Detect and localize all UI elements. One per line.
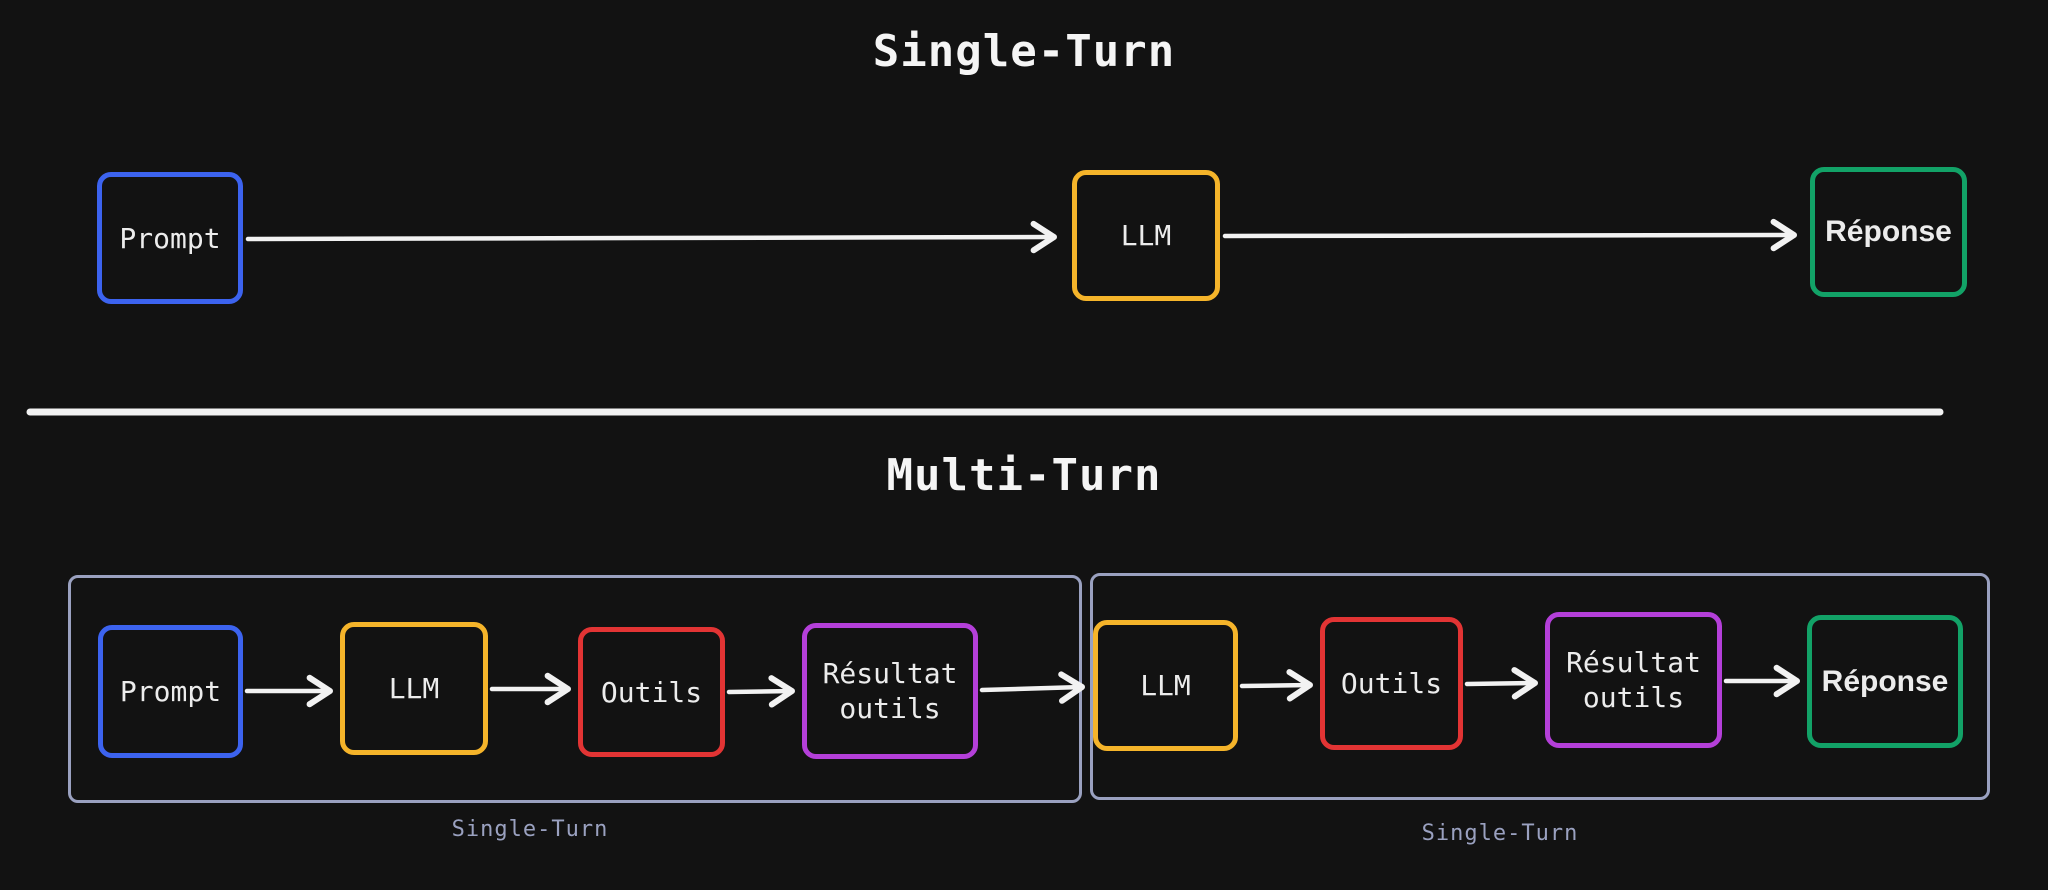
node-reponse-g2: Réponse (1807, 615, 1963, 748)
node-outils-g1: Outils (578, 627, 725, 757)
single-turn-title: Single-Turn (872, 26, 1176, 77)
node-llm-g2-label: LLM (1140, 669, 1191, 702)
node-outils-g2: Outils (1320, 617, 1463, 750)
node-reponse-g2-label: Réponse (1821, 664, 1949, 698)
node-prompt-top: Prompt (97, 172, 243, 304)
node-resultat-g2: Résultat outils (1545, 612, 1722, 748)
node-outils-g1-label: Outils (600, 675, 703, 709)
node-prompt-top-label: Prompt (119, 221, 221, 255)
node-reponse-top: Réponse (1810, 167, 1967, 297)
node-resultat-g2-label: Résultat outils (1566, 646, 1701, 714)
node-outils-g2-label: Outils (1340, 667, 1443, 700)
node-resultat-g1: Résultat outils (802, 623, 978, 759)
caption-single-turn-2: Single-Turn (1421, 821, 1579, 846)
group-single-turn-2 (1090, 573, 1990, 800)
node-llm-g1: LLM (340, 622, 488, 755)
node-prompt-g1-label: Prompt (119, 675, 222, 708)
node-resultat-g1-label: Résultat outils (822, 657, 958, 725)
node-llm-g2: LLM (1093, 620, 1238, 751)
node-llm-g1-label: LLM (388, 672, 440, 705)
node-llm-top-label: LLM (1120, 219, 1172, 252)
multi-turn-title: Multi-Turn (886, 450, 1162, 501)
node-prompt-g1: Prompt (98, 625, 243, 758)
arrow-llm-to-reponse-top (1222, 218, 1797, 252)
caption-single-turn-1: Single-Turn (451, 817, 609, 842)
arrow-prompt-to-llm-top (245, 220, 1057, 254)
node-reponse-top-label: Réponse (1825, 215, 1952, 249)
node-llm-top: LLM (1072, 170, 1220, 301)
